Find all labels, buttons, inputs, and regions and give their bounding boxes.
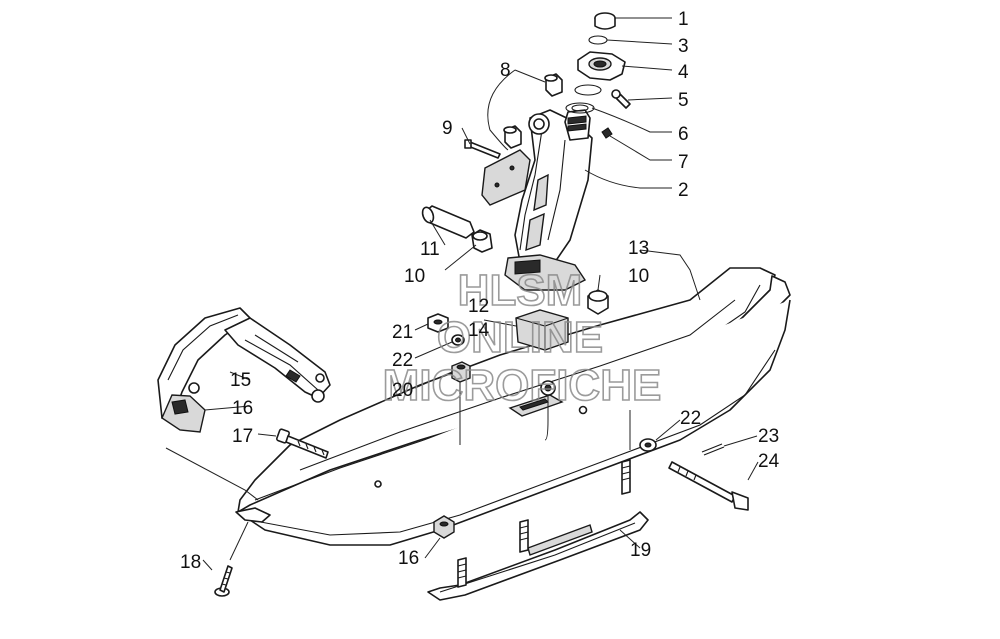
locknut-21 — [427, 313, 449, 333]
washer-22-upper — [451, 334, 465, 346]
callout-11: 11 — [420, 239, 440, 260]
callout-labels: 1 3 4 5 6 7 2 8 9 11 10 13 10 12 14 21 2… — [180, 9, 780, 573]
callout-4: 4 — [678, 62, 689, 83]
callout-1: 1 — [678, 9, 689, 30]
callout-16-upper: 16 — [232, 398, 253, 419]
nut-20 — [451, 361, 471, 383]
callout-2: 2 — [678, 180, 689, 201]
cotter-pin — [701, 443, 725, 456]
callout-24: 24 — [758, 451, 780, 472]
steering-arm-clamp — [577, 51, 626, 81]
callout-22-lower: 22 — [680, 408, 701, 429]
callout-10-left: 10 — [404, 266, 425, 287]
callout-10-right: 10 — [628, 266, 649, 287]
washer-22-lower — [639, 438, 657, 452]
ski-handle — [157, 307, 331, 433]
callout-15: 15 — [230, 370, 251, 391]
callout-19: 19 — [630, 540, 651, 561]
callout-18: 18 — [180, 552, 201, 573]
callout-23: 23 — [758, 426, 779, 447]
cap-plug — [594, 12, 616, 30]
upper-washers — [565, 84, 602, 114]
callout-14: 14 — [468, 320, 490, 341]
callout-12: 12 — [468, 296, 489, 317]
wear-bar — [427, 459, 649, 601]
watermark: HLSM ONLINE MICROFICHE — [382, 265, 662, 411]
spindle-bushing-left — [471, 229, 493, 253]
callout-3: 3 — [678, 36, 689, 57]
callout-22-upper: 22 — [392, 350, 413, 371]
callout-6: 6 — [678, 124, 689, 145]
upper-bushings — [503, 73, 563, 149]
watermark-line-2: ONLINE — [437, 313, 603, 362]
spindle — [481, 109, 593, 291]
nut-16-lower — [433, 515, 455, 539]
watermark-line-1: HLSM — [458, 266, 583, 315]
ski-stop-block — [515, 309, 569, 351]
callout-13: 13 — [628, 238, 649, 259]
spindle-bushing-right — [587, 289, 609, 315]
tip-screw — [214, 565, 233, 597]
watermark-line-3: MICROFICHE — [383, 361, 662, 410]
tie-rod-bolt — [464, 139, 501, 159]
handle-bolt — [276, 428, 329, 459]
callout-17: 17 — [232, 426, 253, 447]
grease-fitting — [601, 127, 613, 139]
clamp-bolt — [611, 89, 631, 109]
callout-21: 21 — [392, 322, 413, 343]
callout-16-lower: 16 — [398, 548, 419, 569]
callout-9: 9 — [442, 118, 453, 139]
leader-lines — [165, 17, 759, 571]
spindle-bushing-long — [421, 205, 475, 239]
callout-20: 20 — [392, 380, 413, 401]
callout-5: 5 — [678, 90, 689, 111]
retaining-ring — [588, 35, 608, 45]
spindle-bolt — [668, 461, 749, 511]
callout-8: 8 — [500, 60, 511, 81]
callout-7: 7 — [678, 152, 689, 173]
ski-body — [235, 267, 791, 546]
